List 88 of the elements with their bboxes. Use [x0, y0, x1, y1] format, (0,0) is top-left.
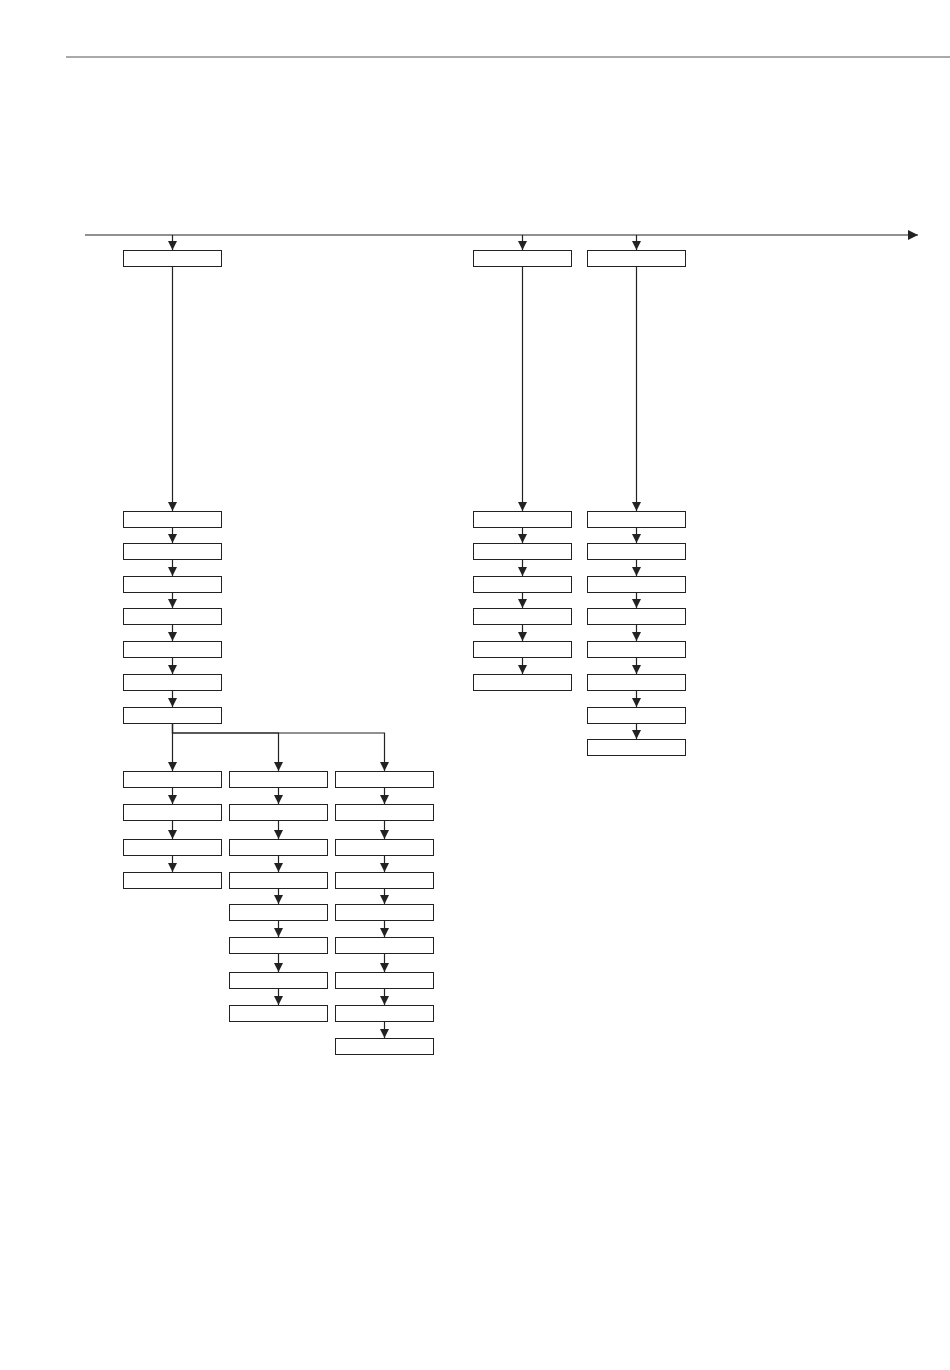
arrow	[168, 527, 177, 544]
process-box	[229, 1005, 328, 1022]
arrow	[168, 266, 177, 512]
process-box	[335, 937, 434, 954]
process-box	[123, 543, 222, 560]
arrow	[380, 920, 389, 938]
arrow	[380, 787, 389, 805]
process-box	[587, 511, 686, 528]
process-box	[587, 674, 686, 691]
process-box	[229, 937, 328, 954]
process-box	[229, 839, 328, 856]
arrow	[168, 624, 177, 642]
process-box	[229, 804, 328, 821]
arrow	[168, 592, 177, 609]
process-box	[229, 904, 328, 921]
arrow	[168, 234, 177, 251]
arrow	[274, 820, 283, 840]
process-box	[335, 771, 434, 788]
process-box	[587, 543, 686, 560]
arrow	[168, 559, 177, 577]
process-box	[123, 576, 222, 593]
arrow	[380, 953, 389, 973]
arrow	[632, 723, 641, 740]
process-box	[229, 972, 328, 989]
arrow	[380, 1021, 389, 1039]
arrow	[380, 820, 389, 840]
process-box	[335, 839, 434, 856]
arrow	[518, 592, 527, 609]
process-box	[473, 674, 572, 691]
arrow	[168, 820, 177, 840]
process-box	[123, 839, 222, 856]
arrow	[274, 988, 283, 1006]
arrow	[632, 234, 641, 251]
process-box	[123, 250, 222, 267]
arrow	[632, 527, 641, 544]
arrow	[380, 888, 389, 905]
process-box	[123, 641, 222, 658]
process-box	[473, 641, 572, 658]
process-box	[335, 872, 434, 889]
arrow	[518, 266, 527, 512]
process-box	[123, 707, 222, 724]
process-box	[335, 1005, 434, 1022]
process-box	[123, 511, 222, 528]
process-box	[587, 707, 686, 724]
arrow	[274, 920, 283, 938]
process-box	[473, 543, 572, 560]
arrow	[518, 559, 527, 577]
arrow	[518, 624, 527, 642]
process-box	[587, 641, 686, 658]
arrow	[274, 787, 283, 805]
process-box	[335, 1038, 434, 1055]
arrow	[518, 234, 527, 251]
process-box	[123, 674, 222, 691]
arrow	[380, 855, 389, 873]
process-box	[473, 250, 572, 267]
arrow	[632, 592, 641, 609]
process-box	[335, 904, 434, 921]
process-box	[123, 872, 222, 889]
arrow	[274, 855, 283, 873]
arrow	[168, 657, 177, 675]
arrow	[632, 690, 641, 708]
process-box	[587, 250, 686, 267]
process-box	[123, 804, 222, 821]
arrow	[632, 657, 641, 675]
process-box	[473, 608, 572, 625]
arrow	[168, 855, 177, 873]
process-box	[335, 972, 434, 989]
arrow	[171, 723, 389, 772]
arrow	[632, 559, 641, 577]
process-box	[335, 804, 434, 821]
process-box	[123, 771, 222, 788]
arrow	[168, 690, 177, 708]
process-box	[229, 872, 328, 889]
arrow	[632, 624, 641, 642]
process-box	[587, 608, 686, 625]
process-box	[229, 771, 328, 788]
process-box	[123, 608, 222, 625]
arrow	[274, 888, 283, 905]
arrow	[168, 787, 177, 805]
arrow	[380, 988, 389, 1006]
arrow	[632, 266, 641, 512]
process-box	[473, 576, 572, 593]
process-box	[587, 739, 686, 756]
arrow	[274, 953, 283, 973]
process-box	[473, 511, 572, 528]
arrow	[518, 527, 527, 544]
arrow	[518, 657, 527, 675]
process-box	[587, 576, 686, 593]
